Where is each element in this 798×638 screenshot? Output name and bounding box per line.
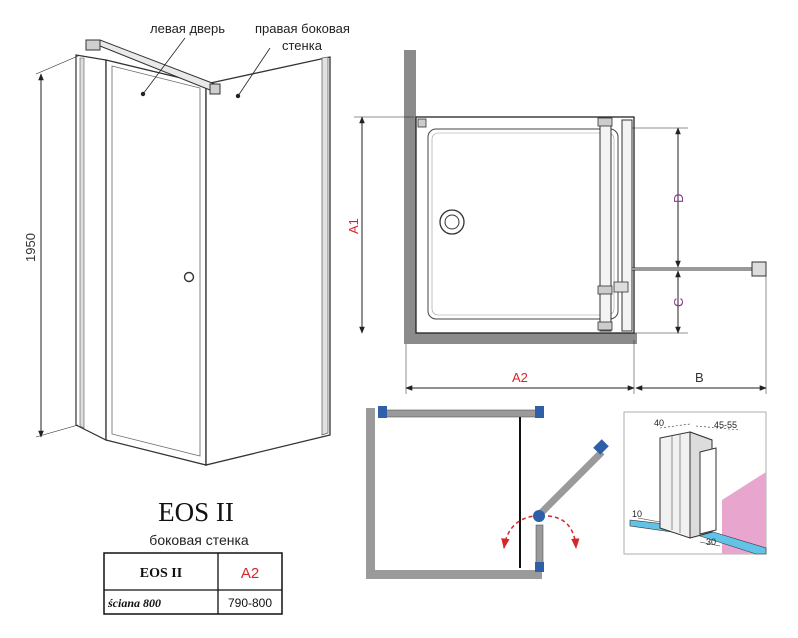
scheme-swing-in-arrow <box>501 515 535 550</box>
plan-hinge <box>613 281 629 293</box>
plan-side-panel-glass <box>621 119 633 332</box>
profile-detail: 40 45-55 10 30 <box>623 411 767 555</box>
label-a1: A1 <box>346 218 361 234</box>
door-frame <box>105 59 207 466</box>
scheme-wall-left <box>366 408 375 579</box>
scheme-door-handle-icon <box>593 439 609 455</box>
detail-wall-profile <box>699 447 717 535</box>
leader-dot-right-panel <box>235 93 241 99</box>
scheme-bar-clamp-icon <box>535 406 544 418</box>
tray-basin <box>427 128 619 320</box>
scheme-door-open <box>537 449 605 517</box>
product-title: EOS II <box>158 497 234 527</box>
stabilizer-wall-mount <box>85 39 101 51</box>
table-row-name: ściana 800 <box>107 596 161 610</box>
leader-right-panel <box>237 47 271 97</box>
table-border <box>103 552 283 615</box>
door-knob-icon <box>183 271 195 283</box>
detail-pink-tile <box>722 472 766 554</box>
scheme-wall-mount-icon <box>378 406 387 418</box>
label-right-panel-2: стенка <box>282 38 323 53</box>
label-left-door: левая дверь <box>150 21 225 36</box>
detail-dim-4555-line <box>695 425 741 431</box>
table-head-dim: A2 <box>241 565 259 582</box>
height-ext-top <box>35 55 79 75</box>
left-wall-profile <box>79 57 85 429</box>
detail-dim-40-line <box>659 423 691 429</box>
label-b: B <box>695 370 704 385</box>
plan-fitting-mid <box>597 285 613 295</box>
plan-side-panel-profile <box>599 119 612 332</box>
product-subtitle: боковая стенка <box>149 532 249 548</box>
plan-view: A1 A2 B D C <box>346 50 767 394</box>
plan-wall-left <box>404 50 416 335</box>
height-ext-bottom <box>35 424 79 438</box>
detail-label-4555: 45-55 <box>714 420 737 430</box>
leader-dot-left-door <box>140 91 146 97</box>
scheme-hinge-icon <box>533 510 545 522</box>
plan-stabilizer-mount <box>751 261 767 277</box>
detail-label-10: 10 <box>632 509 642 519</box>
table-row-value: 790-800 <box>228 596 272 610</box>
opening-scheme <box>366 406 609 579</box>
plan-wall-bottom <box>404 333 637 344</box>
shower-3d-view: левая дверь правая боковая стенка 1950 <box>23 21 350 466</box>
scheme-wall-bottom <box>366 570 542 579</box>
detail-dim-10-line <box>637 517 661 523</box>
detail-dim-30-line <box>699 541 721 547</box>
label-d: D <box>671 194 686 203</box>
label-right-panel-1: правая боковая <box>255 21 350 36</box>
scheme-stabilizer <box>381 409 541 418</box>
plan-fitting-bottom <box>597 321 613 331</box>
leader-left-door <box>142 37 186 95</box>
right-side-panel <box>205 56 331 466</box>
door-glass <box>111 65 201 457</box>
drain-icon <box>439 209 465 235</box>
plan-corner-fitting <box>417 118 427 128</box>
plan-fitting-top <box>597 117 613 127</box>
right-wall-profile <box>321 56 329 436</box>
scheme-swing-out-arrow <box>547 515 580 550</box>
stabilizer-clamp <box>209 83 221 95</box>
size-table: EOS II A2 ściana 800 790-800 <box>103 552 283 615</box>
label-c: C <box>671 298 686 307</box>
scheme-bottom-mount-icon <box>535 562 544 572</box>
drain-inner-icon <box>444 214 460 230</box>
table-head-model: EOS II <box>140 566 182 581</box>
detail-label-40: 40 <box>654 418 664 428</box>
label-a2: A2 <box>512 370 528 385</box>
tray-basin-inner <box>431 132 615 316</box>
detail-label-30: 30 <box>706 537 716 547</box>
label-height: 1950 <box>23 233 38 262</box>
